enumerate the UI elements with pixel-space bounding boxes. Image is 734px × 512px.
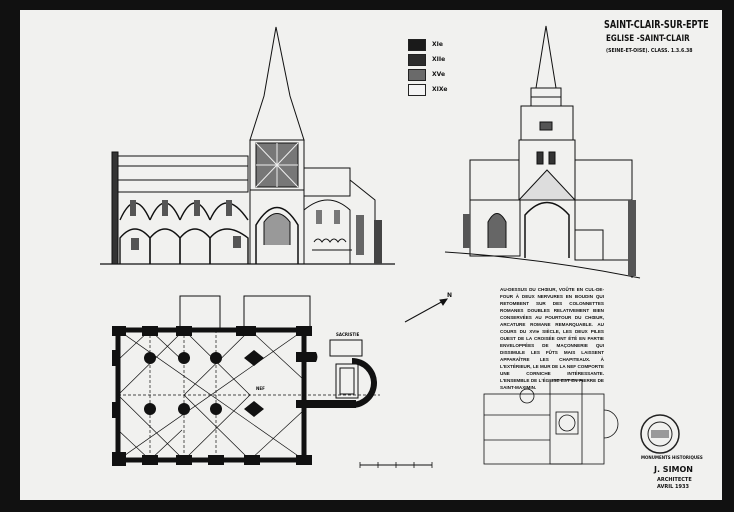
longitudinal-section (100, 26, 395, 265)
legend-swatch (408, 53, 426, 66)
legend-swatch (408, 83, 426, 96)
architect-details: ARCHITECTE AVRIL 1933 (657, 477, 692, 491)
architect-role: ARCHITECTE (657, 477, 692, 483)
period-legend: XIe XIIe XVe XIXe (408, 37, 447, 97)
label-sacristy: SACRISTIE (336, 332, 360, 337)
legend-item: XVe (408, 67, 447, 82)
legend-label: XIXe (432, 85, 448, 93)
legend-label: XIe (432, 40, 443, 48)
legend-label: XIIe (432, 55, 446, 63)
stamp-text: MONUMENTS HISTORIQUES (641, 455, 703, 460)
roof-plan (483, 379, 619, 465)
title-classification: (SEINE-ET-OISE). CLASS. 1.3.6.38 (606, 48, 693, 54)
legend-item: XIe (408, 37, 447, 52)
title-church: EGLISE -SAINT-CLAIR (606, 34, 690, 44)
stamp (640, 414, 680, 454)
legend-swatch (408, 38, 426, 51)
legend-swatch (408, 68, 426, 81)
drawing-sheet (20, 10, 722, 500)
architect-name: J. SIMON (654, 465, 693, 474)
legend-label: XVe (432, 70, 446, 78)
legend-item: XIXe (408, 82, 447, 97)
label-nave: NEF (256, 386, 265, 391)
ground-plan (112, 295, 449, 468)
north-arrow-label: N (447, 292, 453, 299)
drawing-date: AVRIL 1933 (657, 484, 689, 490)
east-elevation (444, 25, 641, 279)
legend-item: XIIe (408, 52, 447, 67)
description-notes: AU-DESSUS DU CHŒUR, VOÛTE EN CUL-DE-FOUR… (500, 287, 604, 390)
title-town: SAINT-CLAIR-SUR-EPTE (604, 18, 709, 31)
